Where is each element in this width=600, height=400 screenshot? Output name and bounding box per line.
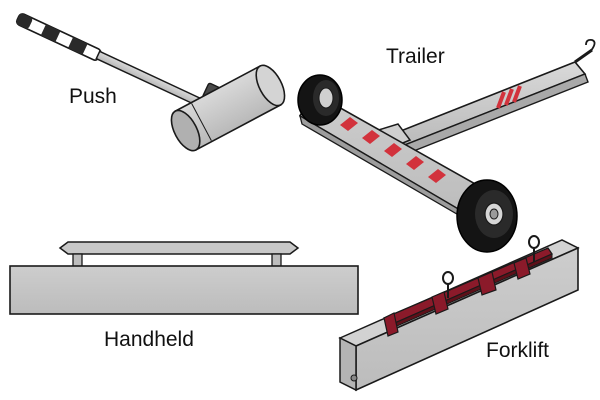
push-sweeper-icon (15, 13, 286, 152)
forklift-label: Forklift (486, 339, 549, 362)
handheld-sweeper-icon (9, 241, 359, 315)
trailer-sweeper-icon (297, 38, 596, 253)
forklift-sweeper-icon (338, 235, 580, 392)
trailer-right-wheel (456, 179, 518, 253)
trailer-label: Trailer (386, 45, 445, 68)
handheld-label: Handheld (104, 328, 194, 351)
forklift-eye-bolts (442, 235, 540, 298)
trailer-left-wheel (297, 74, 343, 126)
push-label: Push (69, 85, 117, 108)
